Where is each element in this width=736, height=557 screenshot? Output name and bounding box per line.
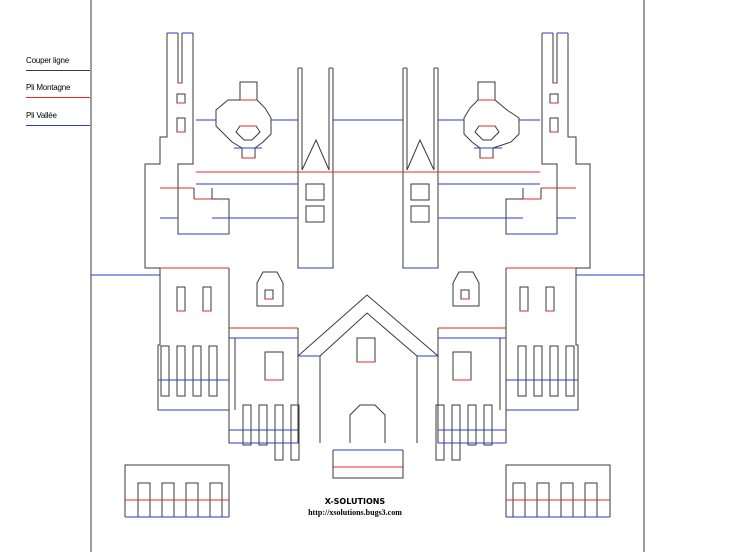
credit-url: http://xsolutions.bugs3.com	[308, 508, 402, 517]
bottom-right-fence	[505, 464, 611, 518]
legend-item-valley: Pli Vallée	[26, 111, 90, 126]
right-dome	[438, 81, 540, 159]
legend-swatch-valley	[26, 125, 90, 126]
lower-left-wing	[157, 267, 300, 461]
legend-item-cut: Couper ligne	[26, 56, 90, 71]
bottom-left-fence	[124, 464, 230, 518]
right-tower	[438, 32, 591, 269]
legend-item-mountain: Pli Montagne	[26, 83, 90, 98]
left-spire	[297, 67, 334, 269]
left-tower	[144, 32, 298, 269]
page-frame	[90, 0, 645, 552]
central-house	[297, 294, 439, 479]
legend-label-cut: Couper ligne	[26, 56, 69, 65]
legend-label-valley: Pli Vallée	[26, 111, 57, 120]
legend-swatch-mountain	[26, 97, 90, 98]
legend-label-mountain: Pli Montagne	[26, 83, 71, 92]
lower-right-wing	[435, 267, 579, 461]
legend-swatch-cut	[26, 70, 90, 71]
credit-block: X-SOLUTIONS http://xsolutions.bugs3.com	[300, 497, 410, 517]
credit-title: X-SOLUTIONS	[324, 497, 386, 506]
right-spire	[333, 67, 439, 269]
left-dome	[196, 81, 298, 159]
